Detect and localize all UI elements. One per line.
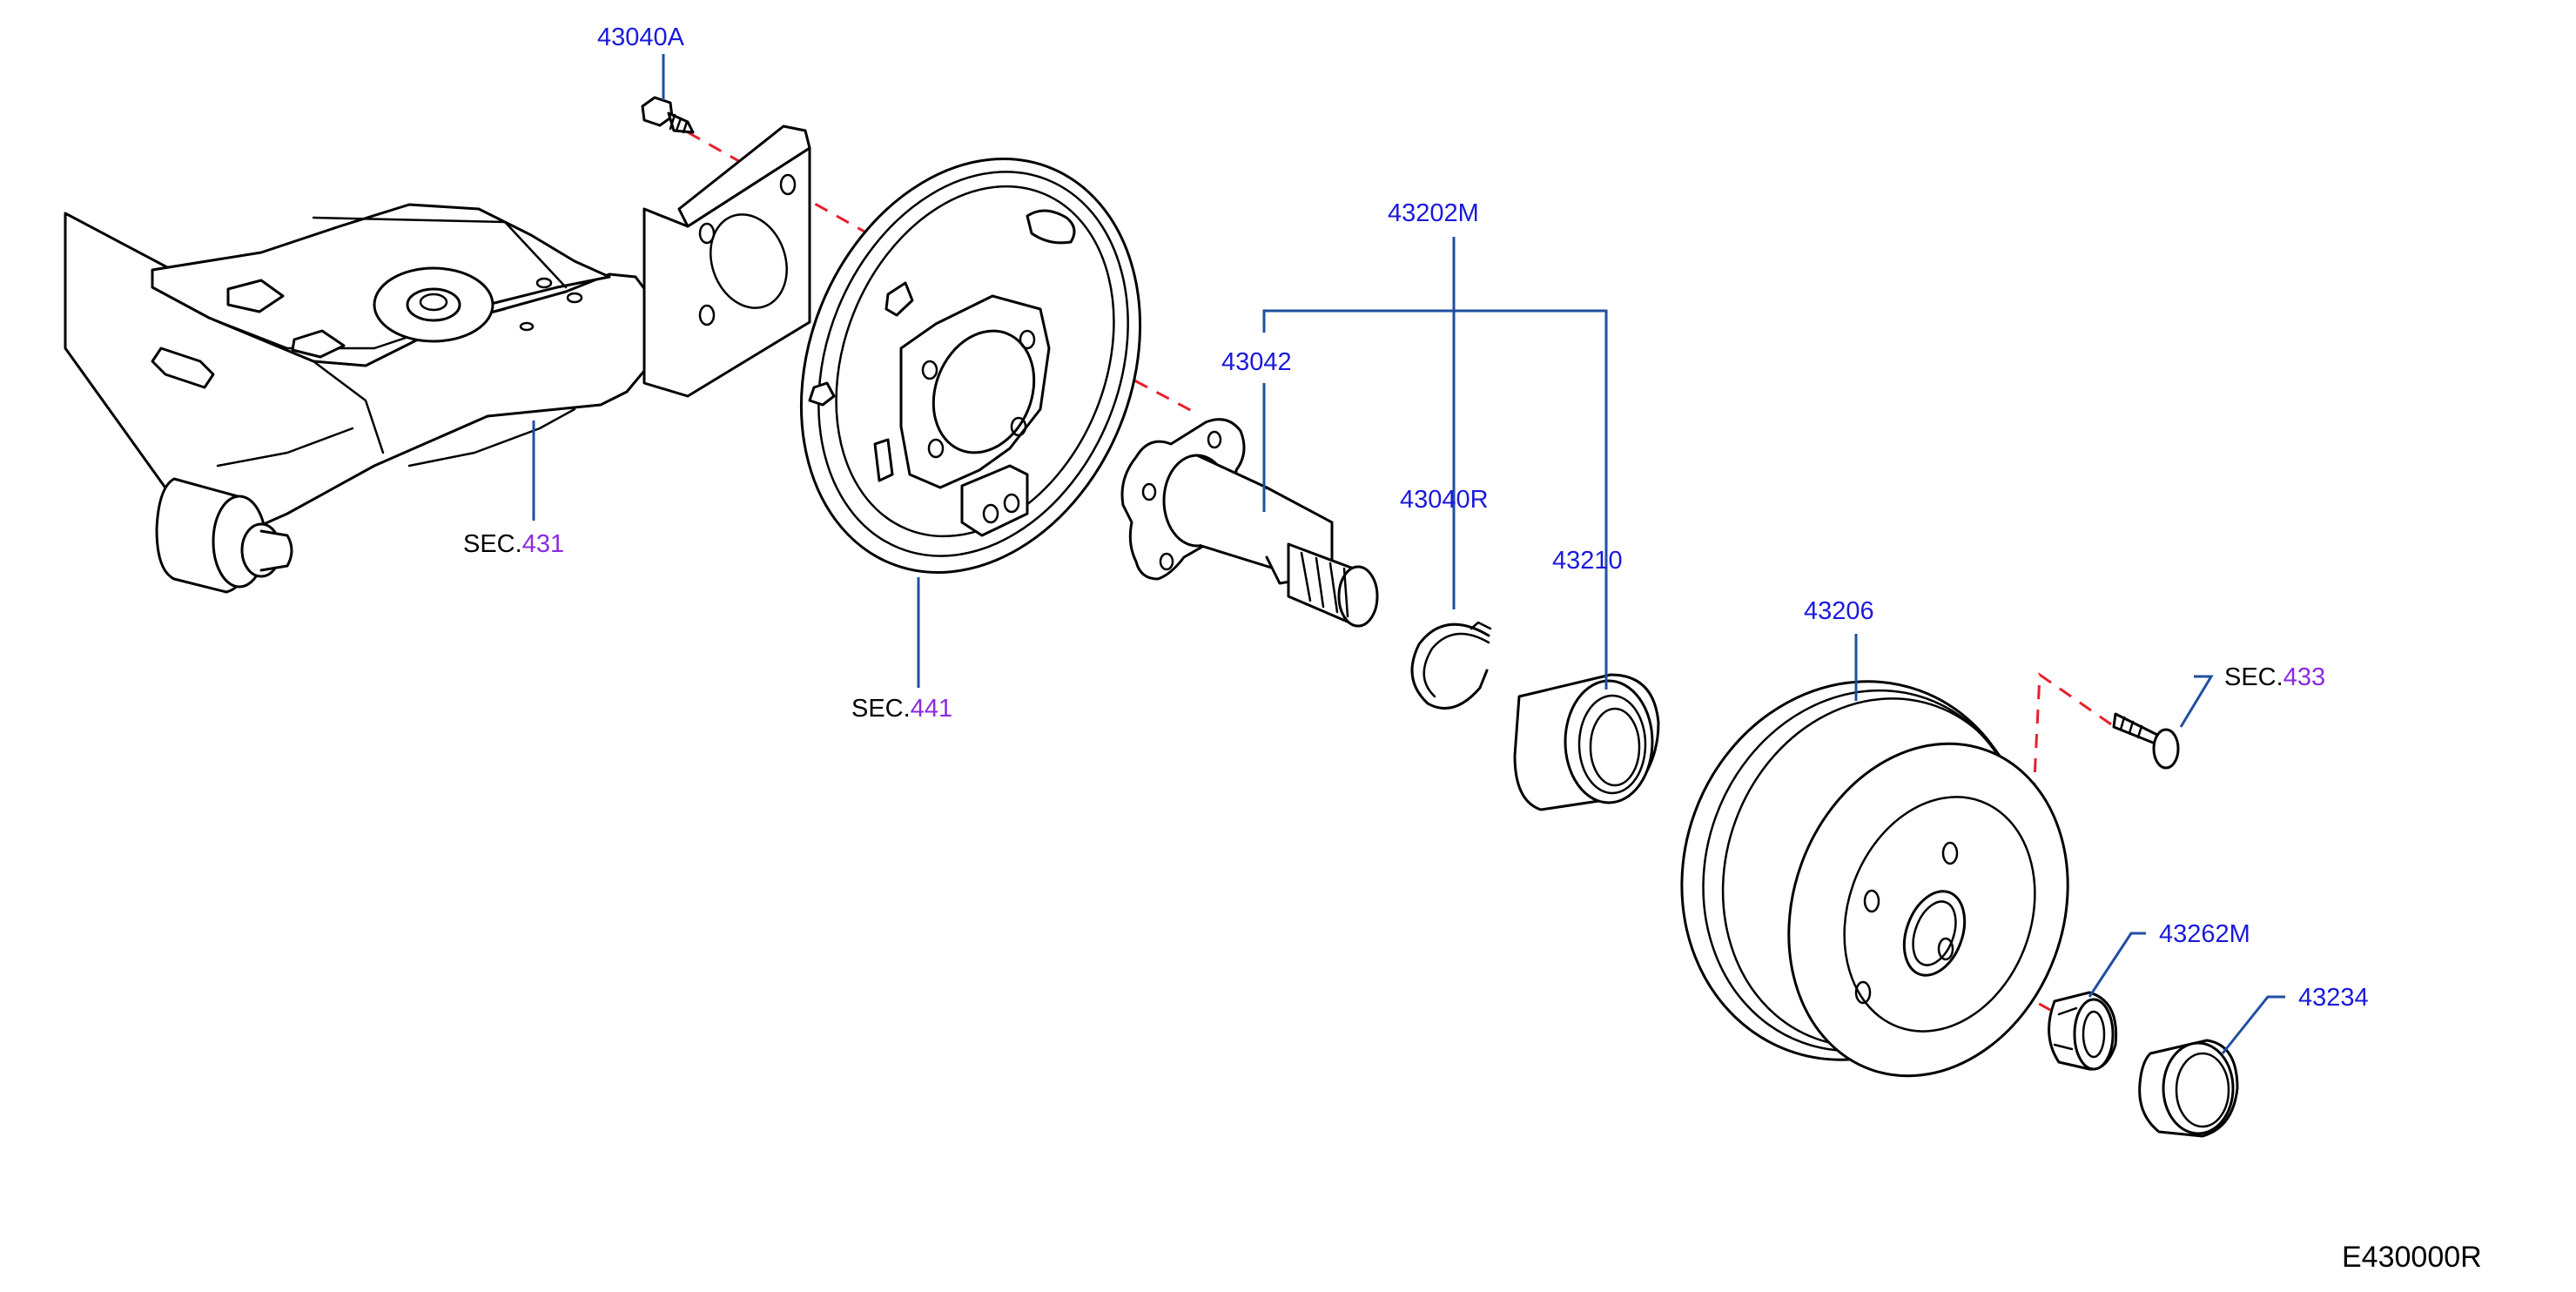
hub-nut-43262M (2048, 991, 2118, 1071)
grease-cap-43234 (2138, 1039, 2239, 1138)
label-43040R: 43040R (1400, 486, 1489, 514)
axle-mount-boss-inner (406, 287, 461, 322)
label-sec433: SEC.433 (2224, 663, 2325, 691)
bearing-43210 (1513, 673, 1660, 811)
leader-43202M-bracket (1262, 309, 1608, 690)
brake-backing-plate (799, 158, 1142, 574)
label-sec441: SEC.441 (851, 695, 952, 723)
diagram-code: E430000R (2342, 1241, 2482, 1274)
leader-43262M (2088, 932, 2146, 998)
backing-plate-center-hole (932, 329, 1036, 454)
label-43202M: 43202M (1388, 199, 1479, 227)
leader-43234 (2221, 995, 2285, 1054)
mounting-bracket (642, 124, 811, 398)
leader-lines (532, 54, 2285, 1054)
label-43210: 43210 (1552, 547, 1623, 575)
label-sec431: SEC.431 (463, 530, 564, 558)
label-43040A: 43040A (597, 24, 685, 51)
callout-labels: 43040A 43202M 43042 43040R 43210 43206 4… (463, 24, 2482, 1274)
drum-hub-bore (1902, 890, 1967, 977)
label-43234: 43234 (2298, 984, 2369, 1012)
rear-axle-beam (64, 203, 663, 594)
label-43262M: 43262M (2159, 920, 2250, 948)
label-43042: 43042 (1221, 348, 1292, 376)
leader-sec433 (2179, 675, 2214, 728)
label-43206: 43206 (1804, 597, 1874, 625)
bolt-43040A (641, 96, 695, 134)
brake-drum-43206 (1680, 680, 2069, 1078)
snap-ring-43040R (1410, 621, 1492, 710)
wheel-bolt (2112, 712, 2180, 770)
spindle-43042 (1120, 418, 1379, 628)
